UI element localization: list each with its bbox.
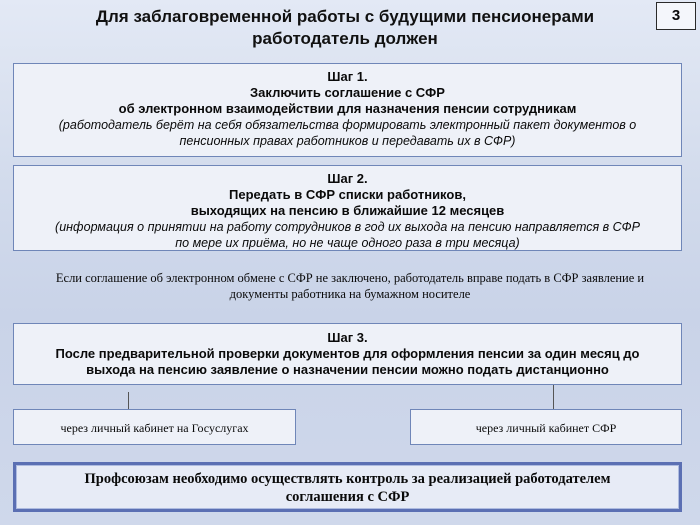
option-sfr-cabinet: через личный кабинет СФР (410, 409, 682, 445)
paper-submission-note: Если соглашение об электронном обмене с … (20, 270, 680, 302)
step-3-line-2: выхода на пенсию заявление о назначении … (86, 362, 609, 377)
page-number: 3 (656, 2, 696, 30)
connector-left (128, 392, 129, 409)
step-2-box: Шаг 2. Передать в СФР списки работников,… (13, 165, 682, 251)
trade-union-footer: Профсоюзам необходимо осуществлять контр… (13, 462, 682, 512)
step-3-line-1: После предварительной проверки документо… (55, 346, 640, 361)
note-line-1: Если соглашение об электронном обмене с … (55, 271, 645, 285)
step-1-line-2: об электронном взаимодействии для назнач… (118, 101, 577, 116)
step-2-line-2: выходящих на пенсию в ближайшие 12 месяц… (190, 203, 505, 218)
step-3-box: Шаг 3. После предварительной проверки до… (13, 323, 682, 385)
footer-line-1: Профсоюзам необходимо осуществлять контр… (84, 471, 611, 487)
step-1-note-1: (работодатель берёт на себя обязательств… (58, 118, 637, 132)
step-2-line-1: Передать в СФР списки работников, (229, 187, 466, 202)
step-2-label: Шаг 2. (327, 171, 368, 186)
step-1-box: Шаг 1. Заключить соглашение с СФР об эле… (13, 63, 682, 157)
step-2-note-2: по мере их приёма, но не чаще одного раз… (175, 236, 520, 250)
step-3-label: Шаг 3. (327, 330, 368, 345)
page-title: Для заблаговременной работы с будущими п… (40, 6, 650, 50)
title-line-2: работодатель должен (252, 29, 438, 48)
footer-line-2: соглашения с СФР (285, 489, 410, 505)
step-1-note-2: пенсионных правах работников и передават… (179, 134, 516, 148)
option-gosuslugi: через личный кабинет на Госуслугах (13, 409, 296, 445)
note-line-2: документы работника на бумажном носителе (229, 287, 471, 301)
title-line-1: Для заблаговременной работы с будущими п… (95, 7, 595, 26)
step-1-label: Шаг 1. (327, 69, 368, 84)
connector-right (553, 385, 554, 409)
step-2-note-1: (информация о принятии на работу сотрудн… (55, 220, 640, 234)
step-1-line-1: Заключить соглашение с СФР (250, 85, 445, 100)
